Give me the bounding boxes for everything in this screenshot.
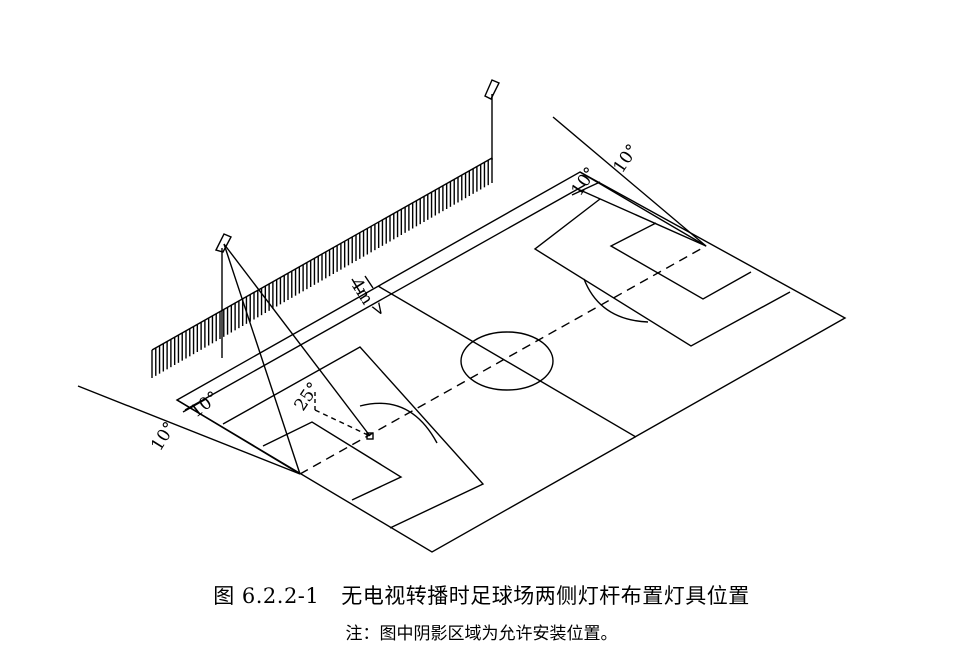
aim-line-left-2 [223,243,301,475]
figure-title: 无电视转播时足球场两侧灯杆布置灯具位置 [341,584,750,608]
angle-arrow-left [182,398,207,413]
aim-target-marker [366,432,374,440]
football-field-lighting-diagram: 10° 10° 25° 10° 10° 4m > [77,79,847,553]
distance-marker-tick1 [351,278,361,293]
figure-note: 注：图中阴影区域为允许安装位置。 [345,624,618,644]
penalty-box-right [533,198,791,347]
angle-label-pole: 25° [291,379,324,415]
figure-number: 图 6.2.2-1 [213,584,320,608]
penalty-arc-right [583,278,649,323]
limit-line-left-inner [176,399,301,475]
limit-line-left-outer [77,385,301,475]
goal-box-right [609,222,752,300]
center-circle [460,331,554,391]
goal-box-left [262,421,403,501]
hatch-zone-edge [151,157,493,351]
limit-line-right-edge [579,171,707,247]
angle-label-bottom-inner: 10° [187,388,223,422]
penalty-box-left [222,346,485,529]
touchline-offset [184,184,586,411]
angle-label-top-outer: 10° [610,141,643,177]
halfway-line [377,285,637,438]
lamp-left [214,233,232,253]
distance-marker-tick2 [364,275,374,289]
shaded-installation-zone [151,157,493,378]
figure-caption: 图 6.2.2-1 无电视转播时足球场两侧灯杆布置灯具位置 [0,580,963,610]
aim-line-left-1 [223,243,371,437]
angle-arrow-right [571,181,601,196]
aim-ref-left-dashed [314,409,371,437]
limit-line-right-inner [579,189,707,247]
penalty-arc-left [359,402,438,444]
lamp-right [484,79,500,100]
field-outline [175,171,847,553]
limit-line-right-outer [552,116,707,247]
